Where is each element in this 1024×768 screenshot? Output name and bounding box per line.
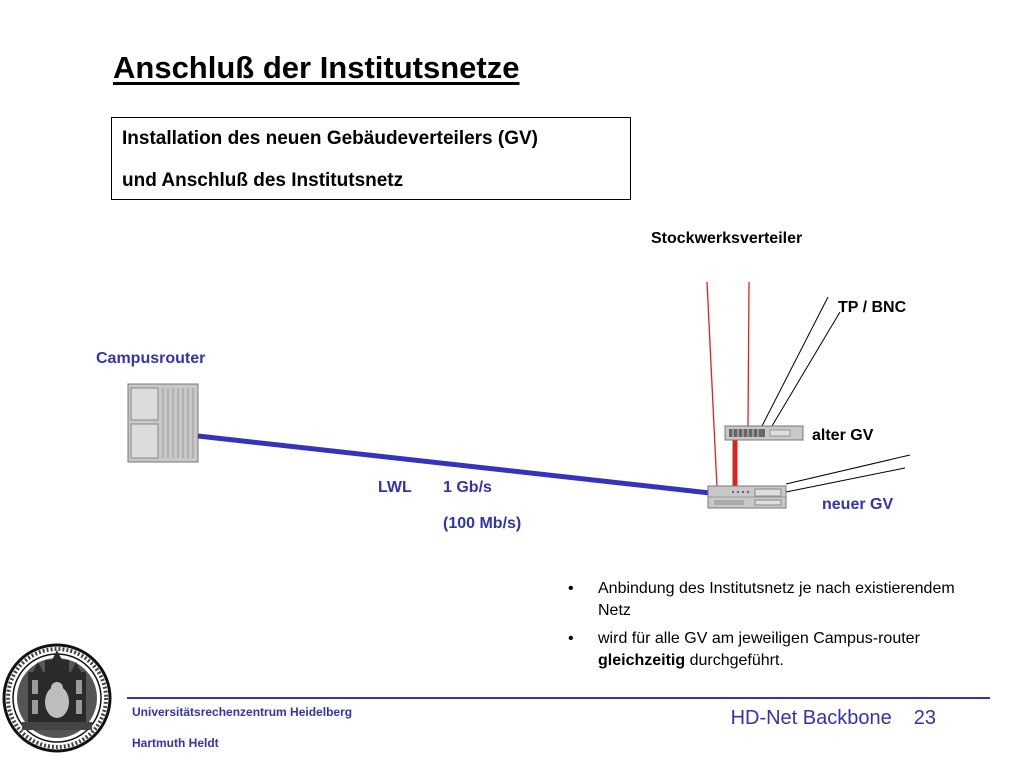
footer-topic-page: HD-Net Backbone 23	[731, 707, 936, 730]
footer-topic: HD-Net Backbone	[730, 707, 892, 729]
alter-gv-switch-icon	[724, 425, 804, 441]
campus-router-icon	[127, 383, 199, 463]
new-gv-lines	[785, 454, 911, 493]
lwl-link-line	[197, 433, 711, 496]
subtitle-line-1: Installation des neuen Gebäudeverteilers…	[122, 128, 539, 149]
alter-gv-label: alter GV	[812, 427, 874, 444]
page-number: 23	[913, 707, 936, 729]
footer-divider	[127, 697, 990, 699]
neuer-gv-label: neuer GV	[822, 496, 894, 513]
lwl-label: LWL	[378, 479, 412, 496]
subtitle-line-2: und Anschluß des Institutsnetz	[122, 170, 404, 191]
stockwerksverteiler-label: Stockwerksverteiler	[651, 230, 803, 247]
bullet-list: Anbindung des Institutsnetz je nach exis…	[568, 578, 958, 678]
university-seal-icon	[2, 643, 112, 753]
subtitle-box	[111, 117, 631, 200]
bullet-item-2: wird für alle GV am jeweiligen Campus-ro…	[568, 628, 958, 672]
speed-alt-label: (100 Mb/s)	[443, 515, 522, 532]
footer-author: Hartmuth Heldt	[132, 736, 219, 750]
neuer-gv-switch-icon	[707, 485, 787, 509]
tp-bnc-label: TP / BNC	[838, 299, 907, 316]
riser-lines	[706, 281, 750, 489]
footer-org: Universitätsrechenzentrum Heidelberg	[132, 705, 353, 719]
tp-bnc-lines	[761, 296, 841, 427]
bullet-item-1: Anbindung des Institutsnetz je nach exis…	[568, 578, 958, 622]
campusrouter-label: Campusrouter	[96, 350, 206, 367]
speed-label: 1 Gb/s	[443, 479, 492, 496]
bullet-emphasis: gleichzeitig	[598, 652, 686, 669]
slide-title: Anschluß der Institutsnetze	[113, 50, 520, 85]
